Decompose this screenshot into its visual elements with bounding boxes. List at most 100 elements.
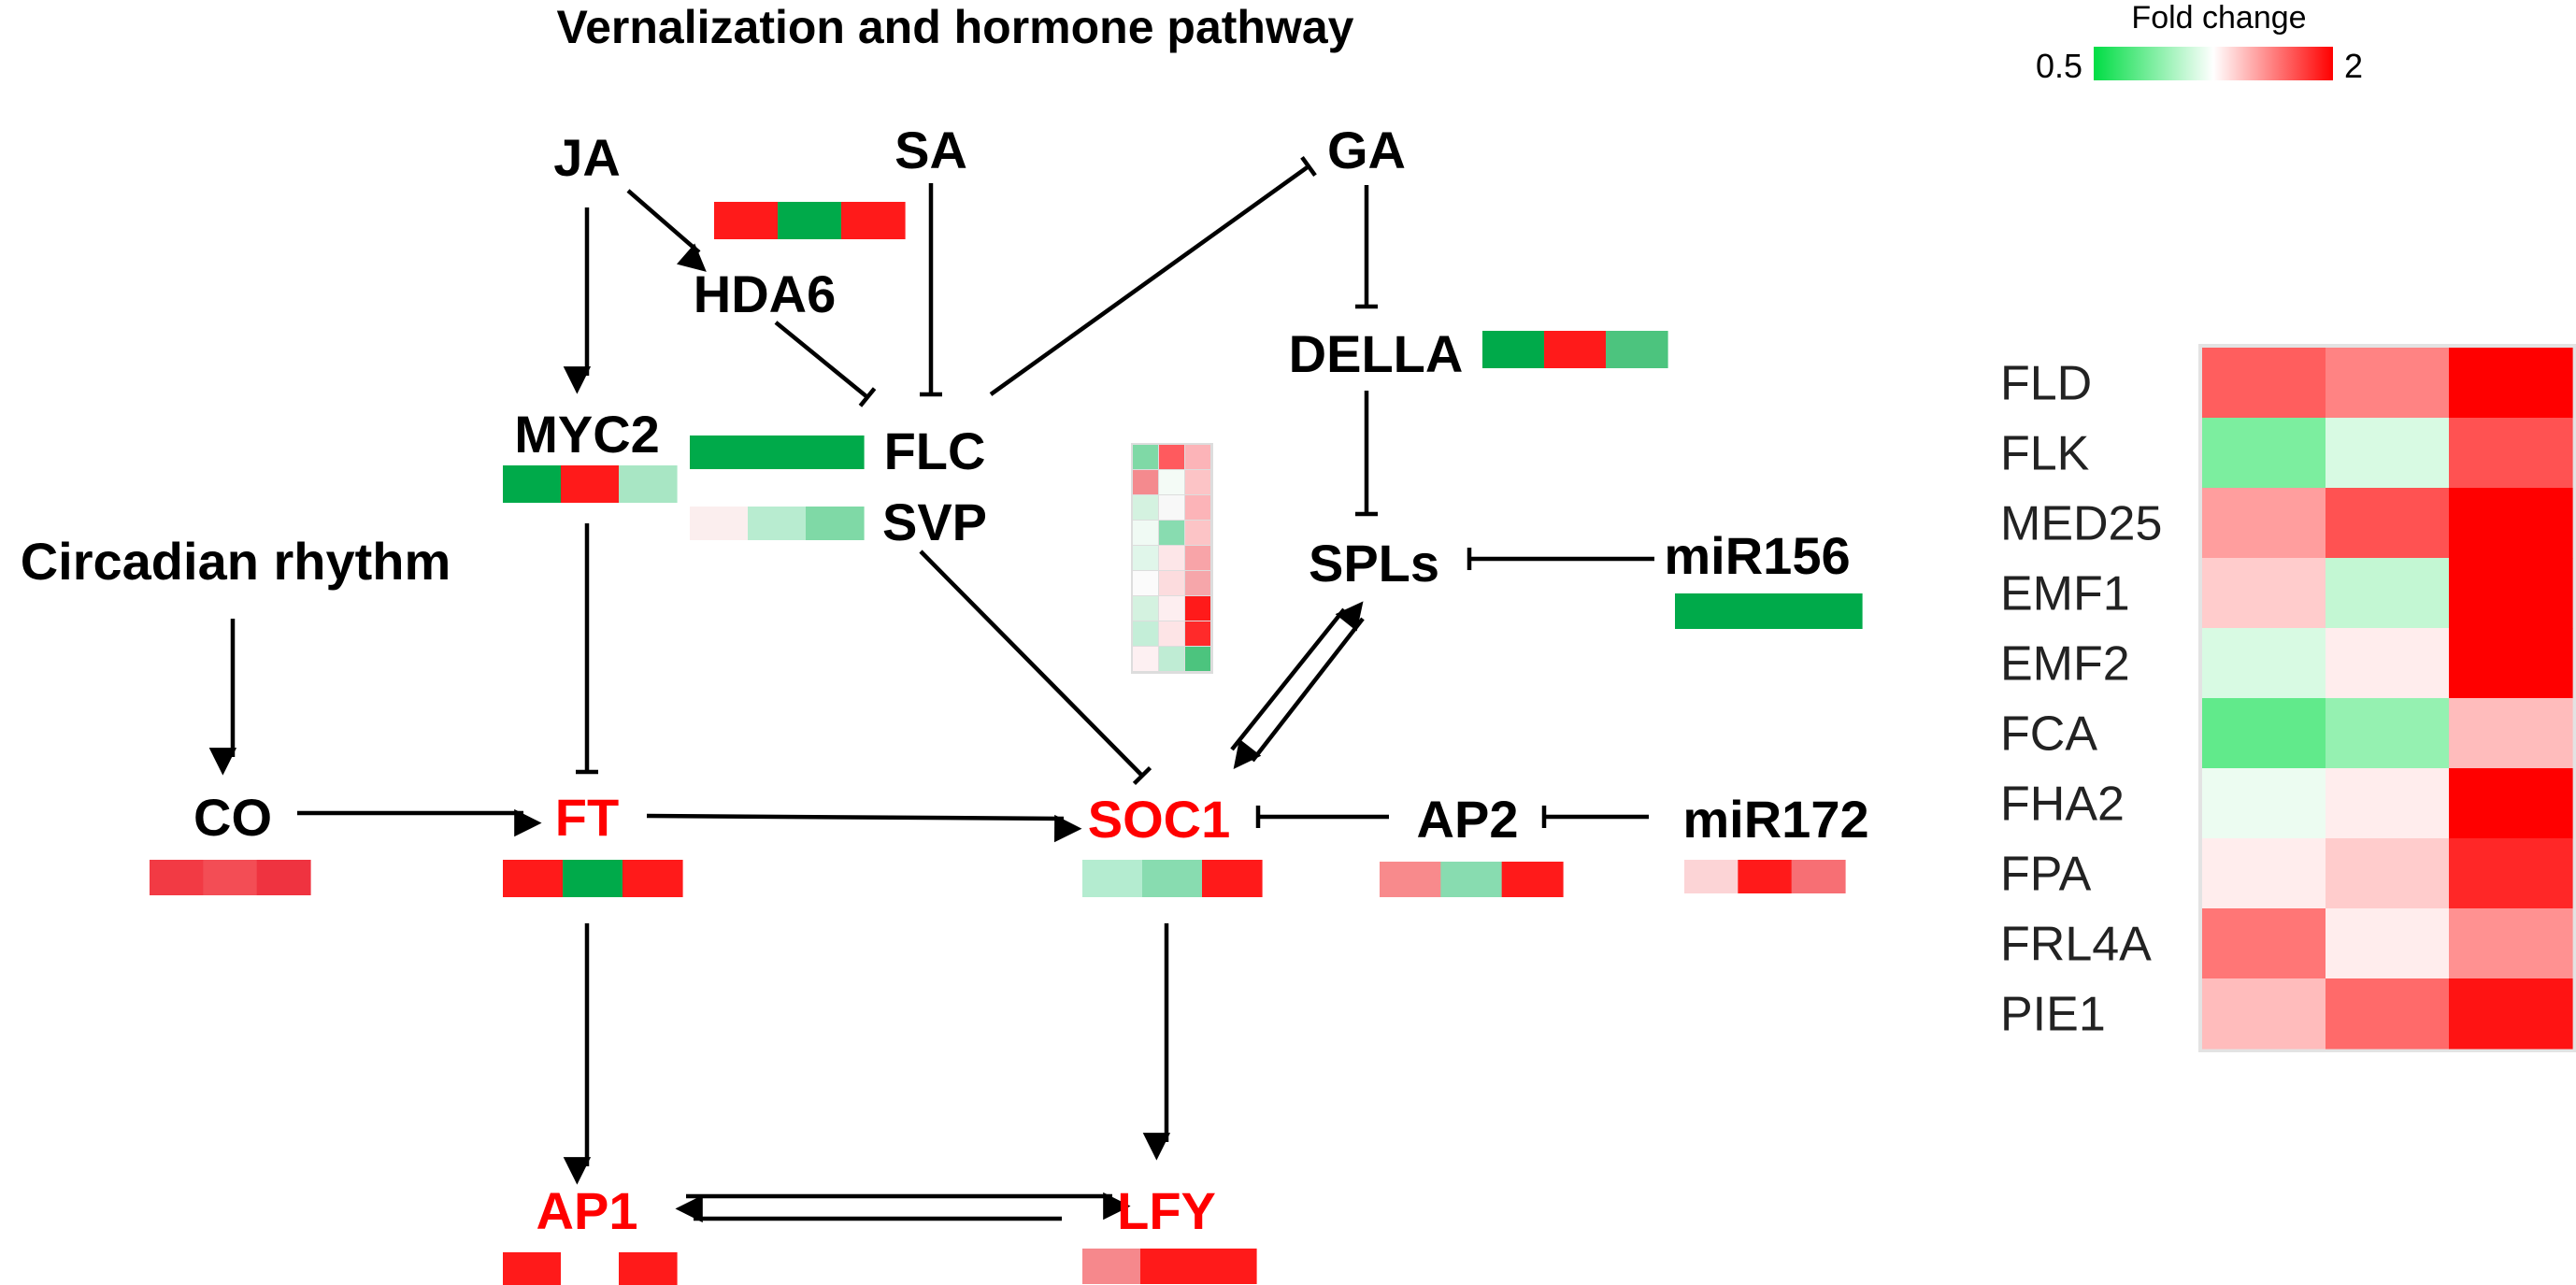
spls-matrix-cell bbox=[1185, 445, 1210, 469]
strip-cell-lfy bbox=[1140, 1249, 1199, 1284]
heatmap-cell bbox=[2202, 838, 2326, 909]
spls-matrix-cell bbox=[1185, 647, 1210, 671]
spls-matrix-cell bbox=[1159, 470, 1184, 494]
heatmap-cell bbox=[2326, 418, 2450, 489]
heatmap-gene-label: EMF1 bbox=[2000, 567, 2130, 621]
strip-cell-soc1 bbox=[1202, 860, 1263, 897]
expression-strips bbox=[150, 202, 1863, 1285]
spls-matrix-cell bbox=[1159, 621, 1184, 646]
heatmap-cell bbox=[2449, 978, 2573, 1049]
heatmap-cell bbox=[2326, 838, 2450, 909]
edge-spls-soc1 bbox=[1233, 617, 1365, 769]
heatmap-gene-label: PIE1 bbox=[2000, 988, 2106, 1042]
strip-cell-svp bbox=[748, 507, 807, 540]
heatmap-cell bbox=[2326, 978, 2450, 1049]
strip-cell-soc1 bbox=[1082, 860, 1143, 897]
strip-cell-lfy bbox=[1198, 1249, 1257, 1284]
strip-cell-co bbox=[150, 860, 204, 895]
heatmap-cell bbox=[2326, 348, 2450, 419]
heatmap-cell bbox=[2449, 838, 2573, 909]
spls-matrix-cell bbox=[1133, 546, 1158, 570]
heatmap-cell bbox=[2449, 628, 2573, 699]
heatmap-cell bbox=[2202, 558, 2326, 629]
strip-cell-lfy bbox=[1082, 1249, 1141, 1284]
node-flc: FLC bbox=[884, 421, 986, 480]
heatmap-gene-label: FCA bbox=[2000, 707, 2097, 762]
strip-cell-svp bbox=[806, 507, 865, 540]
node-svp: SVP bbox=[882, 493, 987, 551]
heatmap-gene-label: FRL4A bbox=[2000, 918, 2152, 972]
node-myc2: MYC2 bbox=[514, 405, 660, 464]
heatmap-cell bbox=[2202, 698, 2326, 769]
strip-cell-myc2 bbox=[503, 465, 562, 503]
strip-cell-ap1 bbox=[503, 1252, 562, 1285]
node-della: DELLA bbox=[1289, 324, 1464, 383]
strip-cell-ap2 bbox=[1380, 862, 1441, 897]
strip-cell-myc2 bbox=[619, 465, 678, 503]
heatmap-gene-label: FPA bbox=[2000, 848, 2092, 902]
strip-cell-ft bbox=[503, 860, 564, 897]
heatmap-cell bbox=[2449, 768, 2573, 839]
spls-matrix-cell bbox=[1133, 647, 1158, 671]
heatmap-cell bbox=[2449, 558, 2573, 629]
strip-cell-ap1 bbox=[561, 1252, 620, 1285]
fold-change-legend: Fold change 0.5 2 bbox=[2036, 0, 2363, 85]
node-mir172: miR172 bbox=[1682, 790, 1868, 849]
spls-matrix-cell bbox=[1133, 445, 1158, 469]
strip-cell-ja-hda6 bbox=[714, 202, 779, 239]
spls-matrix-cell bbox=[1185, 470, 1210, 494]
heatmap-cell bbox=[2202, 418, 2326, 489]
spls-matrix-cell bbox=[1133, 495, 1158, 520]
strip-cell-ft bbox=[563, 860, 623, 897]
node-ja: JA bbox=[553, 128, 621, 187]
heatmap-cell bbox=[2202, 978, 2326, 1049]
edge-ft-soc1 bbox=[646, 813, 1082, 843]
legend-max-label: 2 bbox=[2344, 47, 2363, 85]
heatmap-cell bbox=[2326, 768, 2450, 839]
spls-matrix-cell bbox=[1159, 546, 1184, 570]
heatmap-cell bbox=[2449, 418, 2573, 489]
strip-cell-della bbox=[1544, 331, 1607, 368]
strip-cell-co bbox=[256, 860, 311, 895]
heatmap-cell bbox=[2202, 768, 2326, 839]
strip-cell-mir172 bbox=[1791, 860, 1846, 893]
node-ap1: AP1 bbox=[537, 1181, 638, 1240]
legend-min-label: 0.5 bbox=[2036, 47, 2082, 85]
spls-matrix-cell bbox=[1159, 571, 1184, 595]
strip-cell-mir156 bbox=[1737, 593, 1800, 629]
node-ga: GA bbox=[1327, 121, 1406, 179]
spls-matrix-cell bbox=[1133, 521, 1158, 545]
strip-cell-mir172 bbox=[1684, 860, 1739, 893]
spls-matrix-cell bbox=[1185, 521, 1210, 545]
heatmap-cell bbox=[2449, 698, 2573, 769]
heatmap-gene-label: FLK bbox=[2000, 427, 2090, 481]
edge-hda6-flc bbox=[774, 321, 877, 407]
strip-cell-flc bbox=[748, 435, 807, 469]
diagram-title: Vernalization and hormone pathway bbox=[557, 1, 1354, 53]
node-labels: JA SA GA HDA6 DELLA MYC2 FLC SVP SPLs mi… bbox=[21, 121, 1869, 1240]
heatmap-cell bbox=[2326, 908, 2450, 979]
node-sa: SA bbox=[894, 121, 967, 179]
strip-cell-ap1 bbox=[619, 1252, 678, 1285]
strip-cell-ja-hda6 bbox=[778, 202, 842, 239]
node-ap2: AP2 bbox=[1417, 790, 1519, 849]
heatmap-cell bbox=[2449, 908, 2573, 979]
edge-ja-hda6 bbox=[626, 189, 707, 272]
spls-matrix-cell bbox=[1159, 647, 1184, 671]
strip-cell-myc2 bbox=[561, 465, 620, 503]
heatmap-cell bbox=[2326, 628, 2450, 699]
spls-matrix-cell bbox=[1159, 445, 1184, 469]
spls-matrix-cell bbox=[1185, 596, 1210, 621]
strip-cell-mir172 bbox=[1738, 860, 1793, 893]
strip-cell-ap2 bbox=[1440, 862, 1503, 897]
heatmap-cell bbox=[2202, 348, 2326, 419]
strip-cell-ja-hda6 bbox=[841, 202, 906, 239]
edge-soc1-spls bbox=[1230, 601, 1364, 751]
heatmap-cell bbox=[2202, 628, 2326, 699]
node-soc1: SOC1 bbox=[1088, 790, 1231, 849]
edge-svp-soc1 bbox=[919, 550, 1152, 786]
spls-matrix-cell bbox=[1159, 495, 1184, 520]
spls-matrix-cell bbox=[1185, 495, 1210, 520]
strip-cell-ap2 bbox=[1501, 862, 1564, 897]
strip-cell-svp bbox=[690, 507, 749, 540]
